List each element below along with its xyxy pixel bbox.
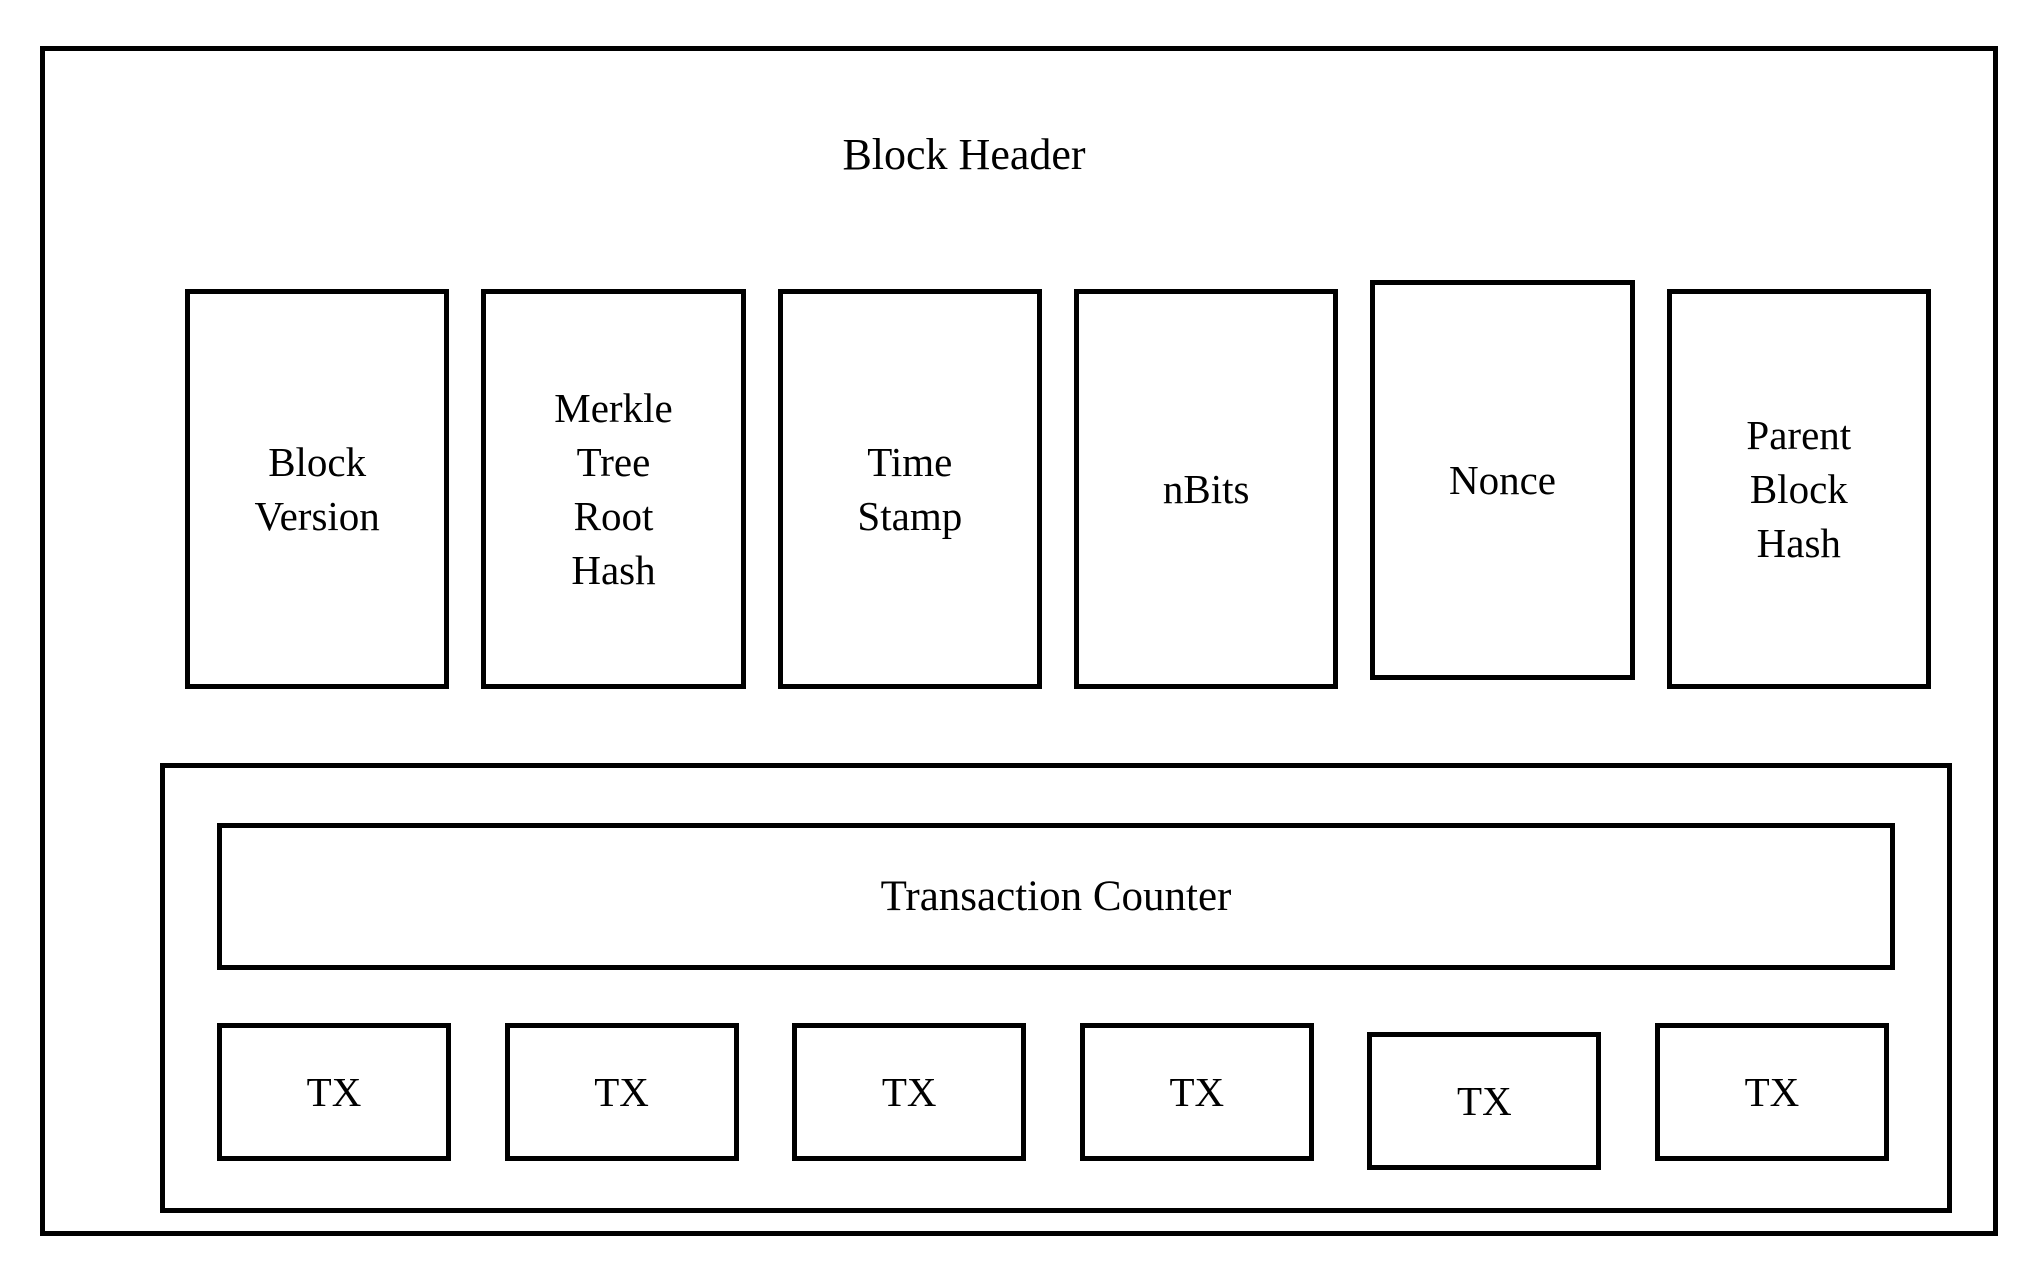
transactions-container: Transaction Counter TX TX TX TX TX TX bbox=[160, 763, 1952, 1213]
field-box-nbits: nBits bbox=[1073, 289, 1339, 689]
tx-box-5: TX bbox=[1367, 1032, 1602, 1170]
field-box-parent-block-hash: Parent Block Hash bbox=[1666, 289, 1931, 689]
header-fields-row: Block Version Merkle Tree Root Hash Time… bbox=[185, 280, 1931, 689]
tx-row: TX TX TX TX TX TX bbox=[217, 1023, 1889, 1170]
block-outer-box: Block Header Block Version Merkle Tree R… bbox=[40, 46, 1998, 1236]
field-box-nonce: Nonce bbox=[1370, 280, 1635, 680]
field-box-block-version: Block Version bbox=[185, 289, 450, 689]
transaction-counter-box: Transaction Counter bbox=[217, 823, 1895, 970]
tx-box-1: TX bbox=[217, 1023, 451, 1161]
tx-box-3: TX bbox=[792, 1023, 1027, 1161]
tx-box-6: TX bbox=[1654, 1023, 1889, 1161]
tx-box-4: TX bbox=[1079, 1023, 1314, 1161]
field-box-merkle-tree-root-hash: Merkle Tree Root Hash bbox=[481, 289, 746, 689]
block-header-title: Block Header bbox=[842, 130, 1086, 179]
tx-box-2: TX bbox=[504, 1023, 739, 1161]
field-box-time-stamp: Time Stamp bbox=[777, 289, 1042, 689]
